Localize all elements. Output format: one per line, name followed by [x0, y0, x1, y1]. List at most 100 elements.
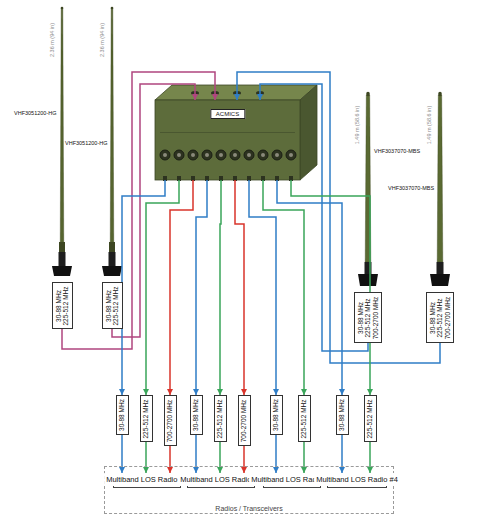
text-block: 225-512 MHz — [216, 399, 223, 438]
text-block: 225-512 MHz — [300, 399, 307, 438]
frequency-box: 30-88 MHz225-512 MHz700-2700 MHz — [354, 292, 382, 343]
rf-port — [261, 153, 265, 157]
text-block: Radios / Transceivers — [212, 505, 285, 512]
text-block: 225-512 MHz — [366, 399, 373, 438]
dimension-label: 2.36 m (94 in) — [49, 22, 55, 58]
rf-port — [160, 150, 170, 160]
cable-connector — [121, 435, 123, 473]
cable-connector — [220, 180, 221, 395]
cable-connector — [277, 180, 342, 395]
dimension-label: 1.49 m (58.6 in) — [354, 105, 360, 146]
antenna-whip — [358, 274, 378, 286]
antenna-whip — [61, 7, 64, 10]
antenna-whip — [59, 242, 65, 252]
node-text: 700-2700 MHz — [372, 296, 379, 339]
text-block: 30-88 MHz — [118, 399, 125, 431]
text-block: 30-88 MHz — [272, 399, 279, 431]
antenna-whip — [430, 274, 450, 286]
cable-connector — [369, 442, 371, 473]
text-block: Multiband LOS Radio #4 — [314, 473, 400, 486]
text-block: ACMICS — [210, 109, 245, 119]
combiner-unit: ACMICS — [155, 100, 300, 180]
frequency-box: 700-2700 MHz — [238, 395, 251, 446]
part-name: VHF3051200-HG — [13, 110, 58, 116]
cable-connector — [243, 446, 245, 473]
text-block: 700-2700 MHz — [166, 399, 173, 442]
antenna-whip — [59, 252, 66, 266]
rf-port — [247, 153, 251, 157]
node-text: 225-512 MHz — [300, 399, 307, 438]
cable-connector — [291, 180, 370, 395]
cable-connector — [170, 180, 193, 395]
text-block: 30-88 MHz225-512 MHz700-2700 MHz — [429, 296, 451, 339]
node-text: 225-512 MHz — [436, 296, 443, 339]
rf-port — [233, 153, 237, 157]
antenna-whip — [366, 92, 370, 96]
rf-port — [230, 150, 240, 160]
rf-port — [160, 150, 296, 181]
device-body — [155, 85, 317, 100]
rf-port — [219, 153, 223, 157]
cable-connector — [235, 180, 244, 395]
node-text: 225-512 MHz — [112, 286, 119, 325]
text-block: 30-88 MHz — [192, 399, 199, 431]
frequency-box: 30-88 MHz — [116, 395, 129, 435]
frequency-box: 30-88 MHz225-512 MHz — [52, 282, 73, 329]
text-block: Multiband LOS Radio #1 — [104, 473, 190, 486]
radio-box: Multiband LOS Radio #1 — [113, 473, 181, 488]
node-text: 225-512 MHz — [216, 399, 223, 438]
radio-box: Multiband LOS Radio #3 — [263, 473, 321, 488]
cable-connector — [303, 442, 305, 473]
node-text: 700-2700 MHz — [240, 399, 247, 442]
antenna-whip — [437, 95, 443, 262]
radio-box: Multiband LOS Radio #2 — [187, 473, 255, 488]
frequency-box: 30-88 MHz225-512 MHz — [102, 282, 123, 329]
node-text: 30-88 MHz — [357, 296, 364, 339]
dimension-label: 1.49 m (58.6 in) — [426, 105, 432, 146]
cable-connector — [275, 435, 277, 473]
antenna-whip — [102, 266, 122, 276]
antenna-whip — [111, 7, 114, 10]
text-block: 225-512 MHz — [142, 399, 149, 438]
cable-connector — [146, 180, 179, 395]
node-text: Multiband LOS Radio #4 — [316, 475, 398, 484]
rf-port — [216, 150, 226, 160]
node-text: 30-88 MHz — [192, 399, 199, 431]
frequency-box: 30-88 MHz — [270, 395, 283, 435]
text-block: 30-88 MHz225-512 MHz700-2700 MHz — [357, 296, 379, 339]
rf-port — [163, 153, 167, 157]
text-block: 30-88 MHz225-512 MHz — [55, 286, 70, 325]
rf-port — [258, 150, 268, 160]
rf-port — [191, 153, 195, 157]
frequency-box: 225-512 MHz — [298, 395, 311, 442]
antenna-whip — [109, 252, 116, 266]
radio-group: Radios / Transceivers Multiband LOS Radio… — [104, 466, 394, 514]
node-text: 30-88 MHz — [272, 399, 279, 431]
device-body — [160, 132, 295, 133]
device-body — [300, 85, 317, 180]
cable-connector — [341, 435, 343, 473]
node-text: 30-88 MHz — [338, 399, 345, 431]
node-text: 700-2700 MHz — [166, 399, 173, 442]
antenna-whip — [358, 92, 378, 286]
rf-port — [177, 153, 181, 157]
antenna-whip — [109, 242, 115, 252]
frequency-box: 30-88 MHz — [190, 395, 203, 435]
text-block: 700-2700 MHz — [240, 399, 247, 442]
rf-port — [272, 150, 282, 160]
node-text: 30-88 MHz — [429, 296, 436, 339]
cable-connector — [249, 180, 276, 395]
node-text: Multiband LOS Radio #1 — [106, 475, 188, 484]
rf-port — [286, 150, 296, 160]
rf-port — [289, 153, 293, 157]
text-block: 30-88 MHz225-512 MHz — [105, 286, 120, 325]
rf-port — [188, 150, 198, 160]
frequency-box: 700-2700 MHz — [164, 395, 177, 446]
frequency-box: 225-512 MHz — [214, 395, 227, 442]
cable-connector — [219, 442, 221, 473]
part-name: VHF3037070-MBS — [373, 148, 421, 154]
dimension-label: 2.36 m (94 in) — [99, 22, 105, 58]
node-text: 30-88 MHz — [55, 286, 62, 325]
node-text: 30-88 MHz — [118, 399, 125, 431]
